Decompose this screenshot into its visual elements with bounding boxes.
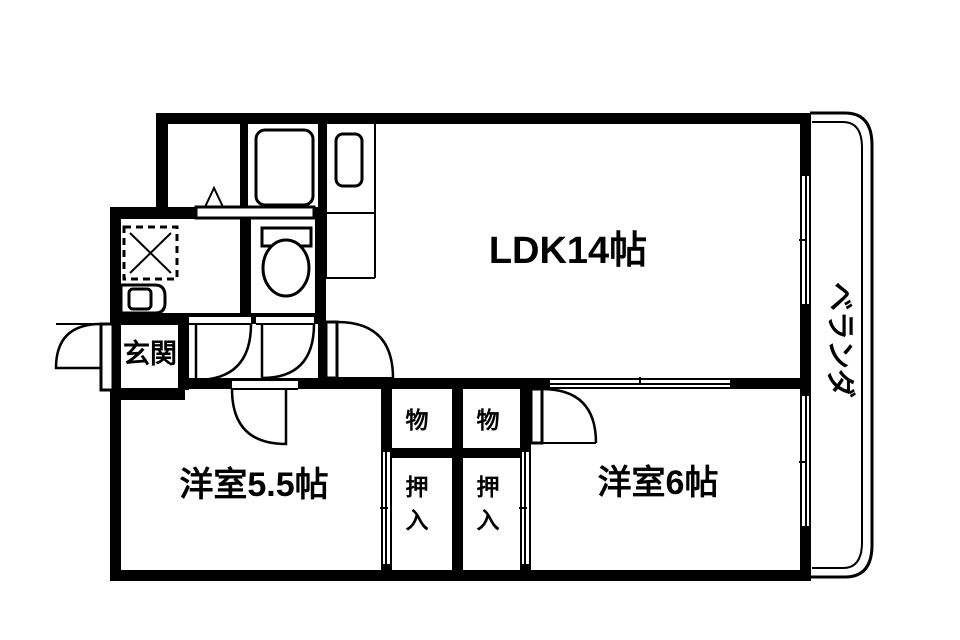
washing-machine-outline <box>122 225 179 281</box>
washitsu2-veranda-window[interactable] <box>799 396 811 526</box>
oshiire-left-char2: 入 <box>406 507 429 533</box>
washitsu1-door-opening <box>232 380 298 389</box>
wall-step-top <box>110 207 167 218</box>
washitsu1-door-swing-arc <box>230 388 288 446</box>
mono-right-label: 物 <box>477 407 500 433</box>
wall-closet-div-right <box>463 448 520 458</box>
bath-folding-door[interactable] <box>194 185 316 220</box>
toilet-door-opening <box>256 316 314 325</box>
wall-genkan-stub <box>110 378 121 390</box>
veranda-label: ベランダ <box>823 282 857 398</box>
washroom-door-opening <box>189 316 251 325</box>
veranda-inner-edge <box>812 121 863 569</box>
washitsu2-label: 洋室6帖 <box>598 463 719 502</box>
washitsu2-door-leaf[interactable] <box>529 387 544 445</box>
fixtures-group <box>119 128 364 315</box>
washroom-door[interactable] <box>189 315 253 382</box>
bathtub-icon <box>254 128 315 207</box>
mono-left-label: 物 <box>406 407 429 433</box>
washbasin-icon <box>119 283 167 315</box>
ldk-hall-door-swing-arc <box>336 320 395 379</box>
doors-group <box>54 185 598 446</box>
wall-left-upper <box>110 207 121 400</box>
washitsu1-label: 洋室5.5帖 <box>179 465 328 504</box>
veranda-outer-edge <box>810 111 874 579</box>
wall-right <box>800 113 811 581</box>
entrance-door-leaf[interactable] <box>99 322 115 392</box>
wall-step-bottom <box>110 389 185 400</box>
veranda-area: ベランダ <box>810 111 874 579</box>
wall-toilet-right <box>315 218 326 323</box>
wall-bath-left <box>240 118 248 213</box>
oshiire-right-char2: 入 <box>477 507 500 533</box>
wall-washroom-bottom <box>110 313 251 324</box>
oshiire-right-sliding[interactable] <box>519 452 531 564</box>
entrance-door[interactable] <box>54 322 115 392</box>
ldk-veranda-window-1[interactable] <box>799 176 811 304</box>
wall-closet-mid <box>452 389 463 570</box>
wall-toilet-left <box>240 218 251 323</box>
toilet-door[interactable] <box>256 315 316 380</box>
bath-folding-door-fold <box>204 185 224 208</box>
washitsu2-ldk-sliding[interactable] <box>550 377 730 389</box>
ldk-label: LDK14帖 <box>489 230 647 272</box>
wall-kitchen-left <box>318 118 326 278</box>
wall-hall-divider <box>318 324 329 389</box>
line-kitchen-outline <box>325 124 375 279</box>
oshiire-left-label: 押 入 <box>406 474 429 533</box>
oshiire-left-char1: 押 <box>406 474 429 500</box>
wall-hall-right-upper <box>318 278 326 326</box>
wall-top <box>156 113 811 124</box>
washitsu1-door[interactable] <box>230 379 298 446</box>
ldk-hall-door-leaf[interactable] <box>324 320 339 380</box>
wall-corridor-bottom-mid <box>325 378 520 389</box>
wall-ldk-w2-left <box>520 378 550 389</box>
toilet-bowl <box>261 238 311 298</box>
washroom-door-swing-arc <box>194 323 253 382</box>
washing-machine-icon <box>122 225 179 281</box>
toilet-door-frame <box>256 315 314 325</box>
wall-upper-left <box>156 113 167 213</box>
wall-left-lower <box>110 389 121 581</box>
wall-ldk-w2-right <box>730 378 810 389</box>
ldk-hall-door[interactable] <box>324 320 395 380</box>
bath-folding-door-panel <box>194 205 316 220</box>
washitsu1-window[interactable] <box>380 452 392 564</box>
washitsu2-door-swing-arc <box>541 387 598 444</box>
wall-closet-div-left <box>392 448 452 458</box>
genkan-label: 玄関 <box>123 338 177 369</box>
washing-machine-cross <box>129 232 172 274</box>
oshiire-right-label: 押 入 <box>477 474 500 533</box>
washroom-door-frame <box>189 315 251 325</box>
washitsu2-door[interactable] <box>529 387 598 445</box>
room-labels: LDK14帖 洋室5.5帖 洋室6帖 玄関 物 物 押 入 押 入 <box>123 230 718 533</box>
toilet-door-swing-arc <box>260 323 316 380</box>
oshiire-right-char1: 押 <box>477 474 500 500</box>
washbasin-bowl <box>127 287 153 311</box>
wall-bottom <box>110 570 810 581</box>
toilet-icon <box>260 226 313 298</box>
wall-genkan-right <box>178 324 189 390</box>
windows-group <box>380 176 811 564</box>
kitchen-sink-icon <box>334 132 364 188</box>
